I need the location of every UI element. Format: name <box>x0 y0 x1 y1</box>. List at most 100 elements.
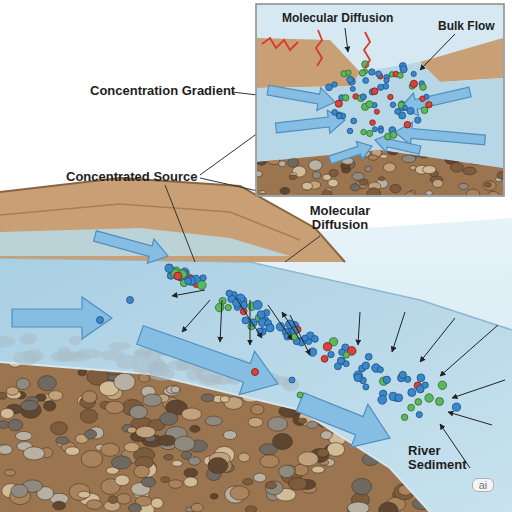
diffusion-zigzag <box>262 30 370 68</box>
bed-stone <box>13 351 39 365</box>
inset-label: Bulk Flow <box>438 20 502 33</box>
solute-particle <box>401 414 407 420</box>
pebble <box>302 182 312 190</box>
pebble <box>352 172 364 180</box>
pebble <box>322 190 332 198</box>
pebble <box>369 155 378 160</box>
bed-stone <box>69 336 82 346</box>
pebble <box>312 466 325 473</box>
inset-sediment <box>257 150 503 195</box>
pebble <box>44 401 56 411</box>
pebble <box>248 418 263 428</box>
solute-particle <box>408 404 415 411</box>
solute-particle <box>390 102 395 107</box>
pebble <box>356 363 370 372</box>
pebble <box>309 160 322 171</box>
solute-particle <box>388 94 393 99</box>
callout-label: Concentration Gradient <box>90 84 240 98</box>
solute-particle <box>369 69 375 75</box>
pebble <box>115 475 130 486</box>
callout-label: Concentrated Source <box>66 170 206 184</box>
bed-stone <box>0 336 16 348</box>
solute-particle <box>415 117 421 123</box>
pebble <box>396 412 417 424</box>
pebble <box>483 181 497 191</box>
pebble <box>158 435 176 446</box>
pebble <box>1 408 14 418</box>
solute-particle <box>165 264 173 272</box>
pebble <box>416 357 437 373</box>
solute-particle <box>399 371 406 378</box>
pebble <box>108 496 117 504</box>
solute-particle <box>374 109 379 114</box>
pebble <box>8 419 23 431</box>
solute-particle <box>408 389 416 397</box>
flow-arrow <box>329 141 372 164</box>
solute-particle <box>336 113 342 119</box>
solute-particle <box>360 94 366 100</box>
pebble <box>169 480 183 489</box>
pebble <box>422 498 432 503</box>
solute-particle <box>289 377 295 383</box>
solute-particle <box>421 107 428 114</box>
pebble <box>380 154 387 158</box>
solute-particle <box>354 374 362 382</box>
pebble <box>317 449 329 458</box>
flow-arrow <box>275 110 345 133</box>
solute-particle <box>395 109 401 115</box>
solute-particle <box>312 336 319 343</box>
solute-particle <box>422 382 428 388</box>
solute-particle <box>378 128 383 133</box>
bed-stone <box>108 342 131 350</box>
pebble <box>105 401 124 414</box>
solute-particle <box>416 412 422 418</box>
flow-arrow <box>137 326 278 395</box>
open-water <box>0 218 512 512</box>
pebble <box>316 382 325 389</box>
pebble <box>288 158 299 167</box>
solute-particle <box>200 275 206 281</box>
solute-particle <box>350 86 355 91</box>
solute-particle <box>378 84 384 90</box>
solute-particle <box>185 278 192 285</box>
pebble <box>313 172 321 179</box>
pebble <box>387 414 400 423</box>
pebble <box>321 431 333 440</box>
solute-particle <box>436 398 444 406</box>
solute-particle <box>384 78 389 83</box>
pebble <box>171 386 180 393</box>
river-channel <box>0 258 512 512</box>
solute-particle <box>363 78 369 84</box>
solute-particle <box>361 129 367 135</box>
pebble <box>139 374 150 383</box>
bed-stone <box>20 333 37 345</box>
pebble <box>352 478 372 494</box>
pebble <box>245 506 256 512</box>
pebble <box>309 146 320 152</box>
pebble <box>23 447 44 460</box>
pebble <box>260 455 279 468</box>
solute-particle <box>415 399 422 406</box>
solute-particle <box>376 71 382 77</box>
flow-arrow <box>267 85 335 110</box>
solute-particle <box>395 394 403 402</box>
pebble <box>288 478 307 490</box>
pebble <box>280 187 290 194</box>
pebble <box>85 430 97 439</box>
pebble <box>260 190 266 193</box>
pebble <box>143 394 162 406</box>
diffusion-arrows <box>172 290 505 468</box>
solute-particle <box>328 351 334 357</box>
pebble <box>367 188 381 199</box>
pebble <box>488 191 499 197</box>
pebble <box>268 153 279 160</box>
bed-stone <box>282 378 299 392</box>
pebble <box>389 441 410 458</box>
callout-label: River Sediment <box>408 444 478 473</box>
solute-particle <box>407 107 414 114</box>
callout-label: Molecular Diffusion <box>292 204 388 233</box>
pebble <box>469 156 483 165</box>
solute-particle <box>420 84 427 91</box>
inset-water <box>257 62 503 168</box>
pebble <box>208 458 228 474</box>
